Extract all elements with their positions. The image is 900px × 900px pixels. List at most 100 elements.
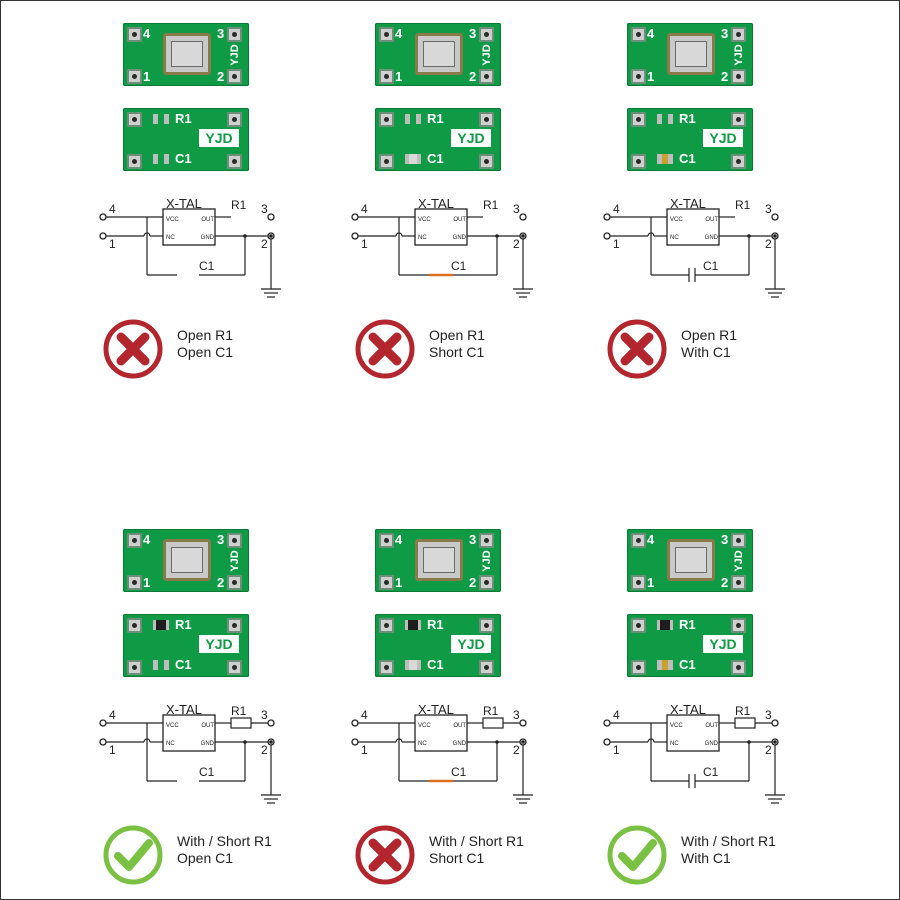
xtal-chip-symbol: [162, 208, 216, 246]
mounting-pad: [379, 112, 394, 127]
mounting-pad: [479, 533, 494, 548]
brand-mark: YJD: [229, 550, 241, 572]
brand-mark: YJD: [481, 550, 493, 572]
pin-number: 2: [469, 575, 477, 590]
out-pin-label: OUT: [201, 723, 214, 729]
mounting-pad: [379, 575, 394, 590]
terminal-1: [603, 232, 611, 240]
terminal-4: [99, 213, 107, 221]
mounting-pad: [379, 154, 394, 169]
pin1-label: 1: [361, 237, 368, 251]
mounting-pad: [127, 660, 142, 675]
terminal-3: [771, 719, 779, 727]
pin-number: 1: [647, 575, 655, 590]
pin2-label: 2: [513, 743, 520, 757]
vcc-pin-label: VCC: [166, 723, 179, 729]
pin-number: 2: [721, 69, 729, 84]
pin3-label: 3: [765, 202, 772, 216]
pin-number: 3: [721, 532, 729, 547]
mounting-pad: [227, 27, 242, 42]
crystal-lid: [423, 547, 455, 573]
checkmark: [114, 839, 153, 871]
r1-status-text: Open R1: [681, 327, 738, 343]
cross-mark: [116, 332, 150, 366]
terminal-1: [99, 738, 107, 746]
gnd-pin-label: GND: [201, 235, 215, 241]
terminal-1: [351, 738, 359, 746]
vcc-pin-label: VCC: [670, 217, 683, 223]
mounting-pad: [379, 618, 394, 633]
pin2-label: 2: [513, 237, 520, 251]
pin-number: 3: [217, 26, 225, 41]
brand-label: YJD: [451, 129, 491, 147]
terminal-1: [351, 232, 359, 240]
pin1-label: 1: [109, 743, 116, 757]
c1-silkscreen-label: C1: [427, 151, 444, 166]
crystal-oscillator-chip: [415, 33, 463, 75]
pin2-label: 2: [261, 237, 268, 251]
terminal-3: [771, 213, 779, 221]
c1-status-text: Open C1: [177, 344, 234, 360]
r1-resistor-symbol: [734, 717, 756, 729]
c1-footprint: [405, 660, 421, 670]
mounting-pad: [731, 112, 746, 127]
out-pin-label: OUT: [453, 217, 466, 223]
x-circle-icon: [355, 319, 415, 379]
c1-label: C1: [199, 259, 215, 273]
r1-component: [408, 620, 418, 630]
brand-mark: YJD: [733, 44, 745, 66]
terminal-4: [603, 213, 611, 221]
mounting-pad: [127, 112, 142, 127]
crystal-lid: [423, 41, 455, 67]
xtal-chip-symbol: [666, 714, 720, 752]
out-pin-label: OUT: [705, 723, 718, 729]
gnd-pin-label: GND: [705, 235, 719, 241]
cross-mark: [620, 332, 654, 366]
check-circle-icon: [607, 825, 667, 885]
solder-pad: [657, 114, 662, 124]
terminal-3: [267, 213, 275, 221]
mounting-pad: [227, 112, 242, 127]
pin3-label: 3: [261, 202, 268, 216]
pin4-label: 4: [361, 708, 368, 722]
pin4-label: 4: [109, 708, 116, 722]
pin-number: 2: [721, 575, 729, 590]
c1-label: C1: [199, 765, 215, 779]
c1-component: [662, 154, 668, 164]
solder-pad: [164, 154, 169, 164]
r1-component: [156, 620, 166, 630]
pin-number: 4: [395, 532, 403, 547]
solder-pad: [153, 154, 158, 164]
solder-pad: [657, 620, 662, 630]
xtal-chip-symbol: [414, 714, 468, 752]
nc-pin-label: NC: [166, 741, 175, 747]
r1-footprint: [405, 620, 421, 630]
mounting-pad: [631, 533, 646, 548]
solder-pad: [657, 154, 662, 164]
terminal-4: [99, 719, 107, 727]
pin-number: 1: [395, 69, 403, 84]
pin4-label: 4: [613, 202, 620, 216]
crystal-oscillator-chip: [163, 539, 211, 581]
solder-pad: [405, 154, 410, 164]
c1-component: [158, 660, 164, 670]
solder-pad: [405, 660, 410, 670]
r1-silkscreen-label: R1: [175, 111, 192, 126]
vcc-pin-label: VCC: [418, 723, 431, 729]
mounting-pad: [631, 575, 646, 590]
chip-name: X-TAL: [670, 196, 706, 211]
pin-number: 1: [143, 575, 151, 590]
r1-footprint: [153, 114, 169, 124]
gnd-pin-label: GND: [453, 741, 467, 747]
